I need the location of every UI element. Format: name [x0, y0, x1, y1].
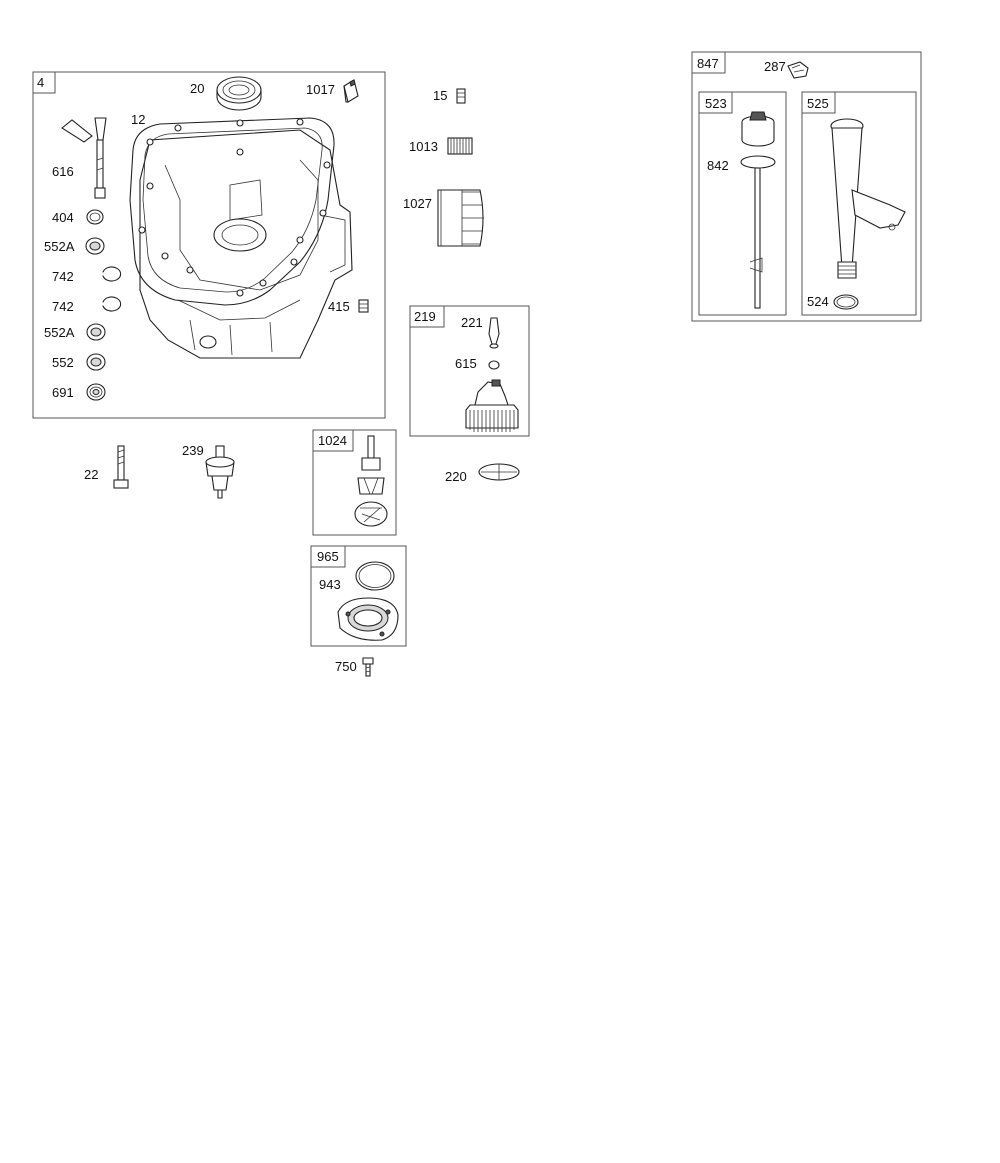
label-12: 12	[131, 112, 145, 127]
label-616: 616	[52, 164, 74, 179]
screw-750-part	[362, 657, 374, 677]
label-524: 524	[807, 294, 829, 309]
bushing-552a-bottom-part	[86, 323, 106, 341]
crankcase-cover-drawing	[129, 117, 353, 359]
o-ring-524-part	[833, 294, 859, 310]
pump-cover-part	[337, 597, 399, 641]
oil-seal-part	[216, 76, 262, 111]
o-ring-943-part	[355, 561, 395, 591]
label-552a-top: 552A	[44, 239, 75, 254]
box-219-label: 219	[414, 309, 436, 324]
label-221: 221	[461, 315, 483, 330]
bolt-22-part	[113, 445, 129, 489]
label-20: 20	[190, 81, 204, 96]
e-clip-bottom-part	[102, 296, 122, 312]
screw-287-part	[787, 61, 809, 79]
label-742-top: 742	[52, 269, 74, 284]
label-742-bottom: 742	[52, 299, 74, 314]
seal-691-part	[86, 383, 106, 401]
bushing-552-part	[86, 353, 106, 371]
box-523: 523	[698, 91, 787, 316]
disc-220-part	[478, 463, 520, 481]
label-943: 943	[319, 577, 341, 592]
label-15: 15	[433, 88, 447, 103]
label-22: 22	[84, 467, 98, 482]
oil-filter-part	[437, 189, 484, 247]
label-404: 404	[52, 210, 74, 225]
label-552: 552	[52, 355, 74, 370]
box-525: 525	[801, 91, 917, 316]
label-1017: 1017	[306, 82, 335, 97]
label-615: 615	[455, 356, 477, 371]
box-523-label: 523	[705, 96, 727, 111]
dipstick-tube-part	[830, 118, 906, 279]
bushing-552a-top-part	[85, 237, 105, 255]
label-220: 220	[445, 469, 467, 484]
label-1013: 1013	[409, 139, 438, 154]
governor-gear-part	[465, 379, 519, 432]
box-4-label: 4	[37, 75, 44, 90]
pin-221-part	[488, 317, 500, 349]
fitting-15-part	[456, 88, 466, 104]
label-287: 287	[764, 59, 786, 74]
box-1024: 1024	[312, 429, 397, 536]
adapter-1013-part	[447, 137, 473, 155]
label-842: 842	[707, 158, 729, 173]
label-750: 750	[335, 659, 357, 674]
box-847: 847	[691, 51, 922, 322]
box-965: 965	[310, 545, 407, 647]
box-847-label: 847	[697, 56, 719, 71]
label-239: 239	[182, 443, 204, 458]
box-219: 219	[409, 305, 530, 437]
washer-404-part	[86, 209, 104, 225]
bracket-part	[343, 79, 359, 103]
box-4: 4	[32, 71, 386, 419]
box-525-label: 525	[807, 96, 829, 111]
plug-415-part	[358, 299, 369, 313]
governor-shaft-part	[61, 117, 107, 199]
label-415: 415	[328, 299, 350, 314]
sensor-239-part	[205, 445, 235, 499]
label-552a-bottom: 552A	[44, 325, 75, 340]
oil-pump-part	[354, 435, 388, 527]
label-1027: 1027	[403, 196, 432, 211]
box-965-label: 965	[317, 549, 339, 564]
label-691: 691	[52, 385, 74, 400]
e-clip-top-part	[102, 266, 122, 282]
dipstick-part	[740, 111, 776, 309]
box-1024-label: 1024	[318, 433, 347, 448]
ring-615-part	[488, 360, 500, 370]
